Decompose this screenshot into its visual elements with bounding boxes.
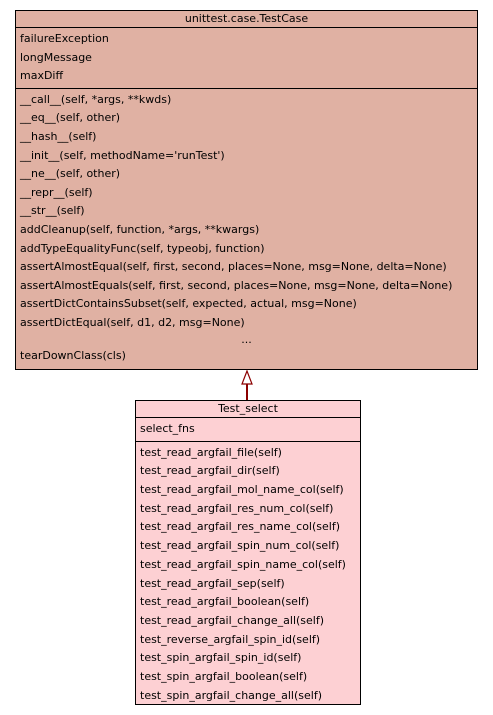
attribute-section: failureException longMessage maxDiff bbox=[16, 28, 477, 89]
method-item: test_read_argfail_change_all(self) bbox=[140, 613, 325, 627]
class-box-test-select: Test_select select_fns test_read_argfail… bbox=[135, 400, 361, 705]
method-section: __call__(self, *args, **kwds) __eq__(sel… bbox=[16, 89, 477, 365]
method-item: __str__(self) bbox=[20, 204, 85, 218]
inheritance-arrowhead bbox=[241, 369, 253, 385]
method-item: __ne__(self, other) bbox=[20, 167, 121, 181]
method-ellipsis: ... bbox=[241, 332, 252, 346]
method-item: __call__(self, *args, **kwds) bbox=[20, 92, 172, 106]
attribute-section: select_fns bbox=[136, 418, 360, 442]
attribute-item: failureException bbox=[20, 32, 109, 45]
method-item: test_spin_argfail_change_all(self) bbox=[140, 688, 322, 702]
method-item: test_read_argfail_res_num_col(self) bbox=[140, 501, 334, 515]
class-name: unittest.case.TestCase bbox=[16, 11, 477, 28]
method-item: assertDictEqual(self, d1, d2, msg=None) bbox=[20, 315, 245, 329]
method-item: test_spin_argfail_boolean(self) bbox=[140, 669, 308, 683]
method-item: addTypeEqualityFunc(self, typeobj, funct… bbox=[20, 241, 265, 255]
method-item: test_read_argfail_spin_name_col(self) bbox=[140, 557, 346, 571]
method-item: assertAlmostEqual(self, first, second, p… bbox=[20, 260, 447, 274]
method-item: assertAlmostEquals(self, first, second, … bbox=[20, 278, 453, 292]
method-item: test_read_argfail_dir(self) bbox=[140, 464, 280, 478]
method-item: __hash__(self) bbox=[20, 129, 97, 143]
method-item: test_read_argfail_spin_num_col(self) bbox=[140, 539, 340, 553]
method-item: addCleanup(self, function, *args, **kwar… bbox=[20, 222, 260, 236]
method-item: __init__(self, methodName='runTest') bbox=[20, 148, 225, 162]
method-item: __repr__(self) bbox=[20, 185, 93, 199]
method-item: __eq__(self, other) bbox=[20, 111, 121, 125]
method-item: test_read_argfail_file(self) bbox=[140, 445, 282, 459]
method-item: test_read_argfail_res_name_col(self) bbox=[140, 520, 340, 534]
method-item: test_reverse_argfail_spin_id(self) bbox=[140, 632, 321, 646]
method-item: test_read_argfail_sep(self) bbox=[140, 576, 285, 590]
class-box-testcase: unittest.case.TestCase failureException … bbox=[15, 10, 478, 370]
method-item: test_read_argfail_boolean(self) bbox=[140, 595, 310, 609]
attribute-item: select_fns bbox=[140, 422, 195, 435]
method-item: assertDictContainsSubset(self, expected,… bbox=[20, 297, 357, 311]
method-section: test_read_argfail_file(self) test_read_a… bbox=[136, 442, 360, 706]
method-item: test_read_argfail_mol_name_col(self) bbox=[140, 483, 344, 497]
method-item: tearDownClass(cls) bbox=[20, 348, 126, 362]
attribute-item: maxDiff bbox=[20, 69, 64, 83]
class-name: Test_select bbox=[136, 401, 360, 418]
attribute-item: longMessage bbox=[20, 50, 92, 64]
method-item: test_spin_argfail_spin_id(self) bbox=[140, 651, 302, 665]
